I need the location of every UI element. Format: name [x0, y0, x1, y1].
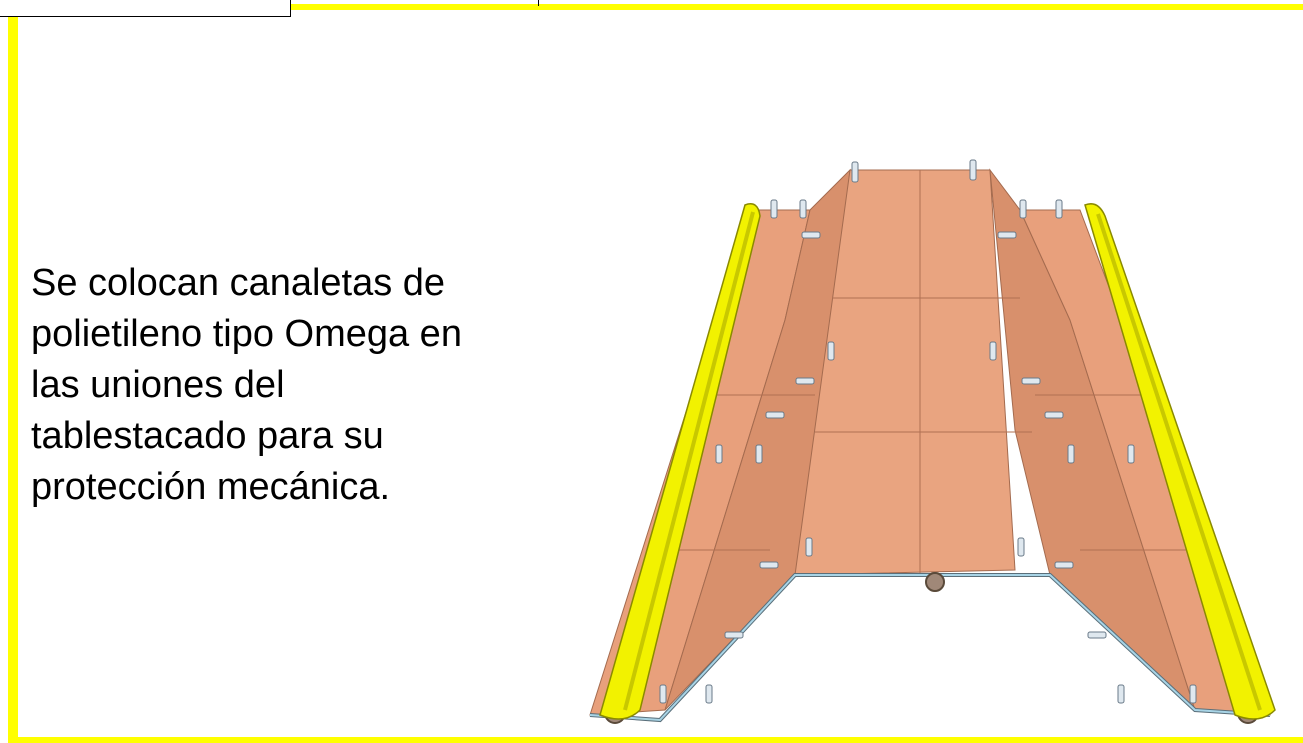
- panel-seams: [655, 170, 1205, 575]
- center-interlock: [925, 572, 945, 592]
- center-face: [794, 169, 1016, 576]
- placeholder-box: [0, 0, 291, 17]
- bolts: [659, 159, 1197, 704]
- slide-body-text: Se colocan canaletas de polietileno tipo…: [31, 262, 462, 508]
- sheet-pile-omega-channel-illustration: [589, 159, 1276, 724]
- slide-frame: [8, 4, 1303, 743]
- divider-tick: [538, 0, 539, 6]
